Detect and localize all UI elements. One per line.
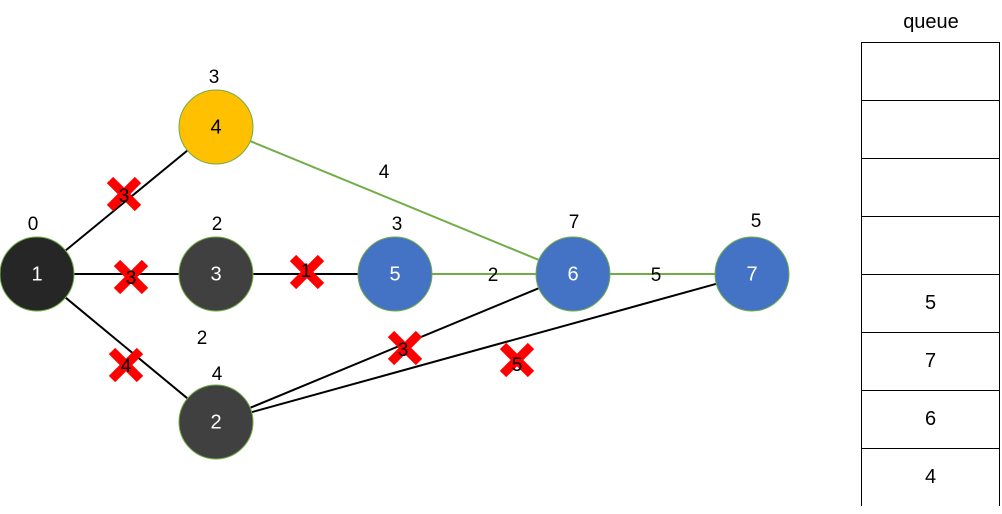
- node-circle: [357, 236, 433, 312]
- edge-weight-2-6-overlay: 3: [398, 340, 409, 361]
- graph-node-1: 10: [0, 214, 75, 312]
- graph-node-6: 67: [535, 212, 611, 312]
- edge-2-6: [249, 287, 540, 409]
- node-circle: [714, 236, 790, 312]
- cross-mark-icon: [106, 176, 142, 212]
- node-circle: [178, 384, 254, 460]
- queue-cell: [861, 158, 1000, 216]
- cross-mark-icon: [289, 254, 325, 290]
- queue-cell: [861, 100, 1000, 158]
- queue-cell: [861, 42, 1000, 100]
- queue-cell: 7: [861, 332, 1000, 390]
- graph-node-5: 53: [357, 214, 433, 312]
- edges-layer: [64, 140, 717, 414]
- edge-4-6: [249, 140, 540, 261]
- edge-weight-1-3-overlay: 3: [126, 268, 137, 289]
- edge-weight-3-5-overlay: 1: [301, 261, 312, 282]
- edge-weight-6-7: 5: [651, 265, 662, 286]
- node-distance-label: 3: [392, 214, 403, 235]
- node-label: 1: [31, 263, 42, 285]
- cross-mark-icon: [113, 259, 149, 295]
- graph-node-3: 32: [178, 214, 254, 312]
- edge-weight-1-2-overlay: 4: [121, 356, 132, 377]
- edge-weight-1-4-overlay: 3: [119, 186, 130, 207]
- edge-weight-5-6: 2: [488, 265, 499, 286]
- node-label: 6: [567, 263, 578, 285]
- queue-cell: [861, 216, 1000, 274]
- node-circle: [535, 236, 611, 312]
- queue-title: queue: [903, 11, 959, 33]
- queue-cell: 5: [861, 274, 1000, 332]
- node-label: 7: [746, 263, 757, 285]
- node-circle: [0, 236, 75, 312]
- node-distance-label: 7: [569, 212, 580, 233]
- cross-mark-icon: [499, 342, 535, 378]
- graph-node-2: 24: [178, 364, 254, 460]
- node-label: 4: [210, 116, 221, 138]
- node-distance-label: 0: [28, 214, 39, 235]
- cross-mark-icon: [108, 347, 144, 383]
- edge-2-7: [251, 282, 717, 414]
- node-label: 2: [210, 411, 221, 433]
- cross-marks-layer: 3 3 4 1 3 5: [106, 176, 535, 383]
- node-circle: [178, 89, 254, 165]
- node-distance-label: 3: [209, 67, 220, 88]
- graph-node-7: 75: [714, 211, 790, 312]
- node-distance-label: 4: [212, 364, 223, 385]
- node-circle: [178, 236, 254, 312]
- node-distance-label: 2: [212, 214, 223, 235]
- edge-weight-4-6: 4: [379, 162, 390, 183]
- edge-weight-3-2: 2: [197, 328, 208, 349]
- queue-cell: 4: [861, 448, 1000, 506]
- cross-mark-icon: [387, 330, 423, 366]
- node-label: 5: [389, 263, 400, 285]
- edge-weight-2-7-overlay: 5: [512, 355, 523, 376]
- edge-1-2: [64, 296, 189, 400]
- node-label: 3: [210, 263, 221, 285]
- graph-node-4: 43: [178, 67, 254, 165]
- queue-stack: 5 7 6 4: [861, 42, 1000, 506]
- node-distance-label: 5: [751, 211, 762, 232]
- queue-cell: 6: [861, 390, 1000, 448]
